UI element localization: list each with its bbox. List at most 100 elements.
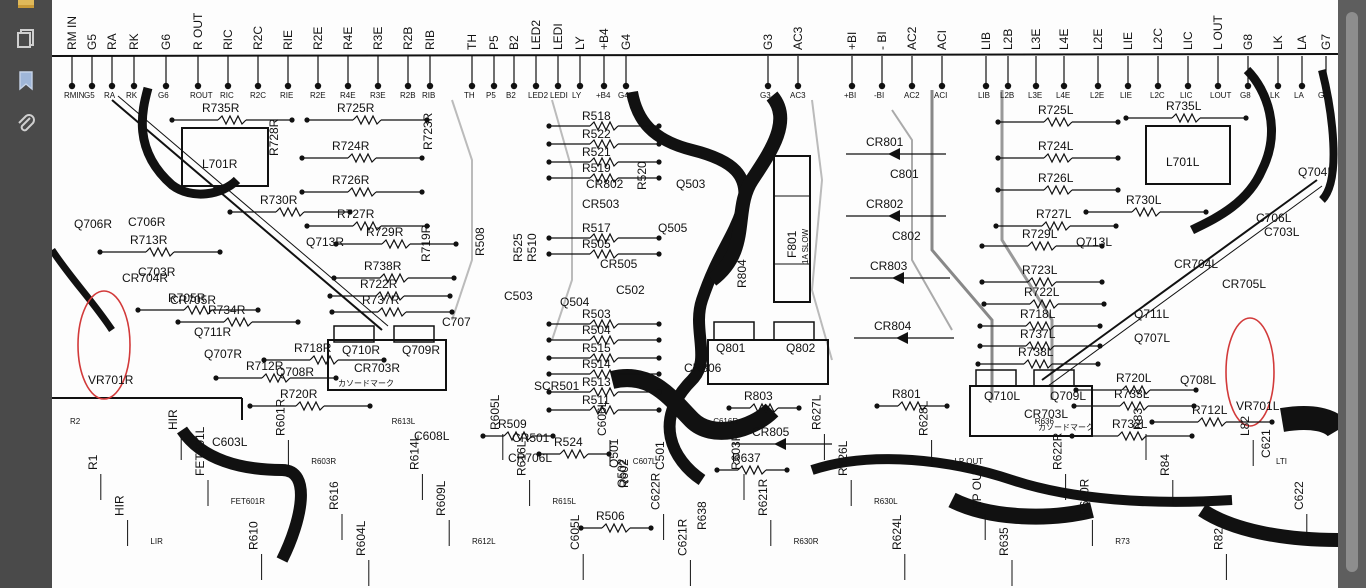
pin-sub-label: G6 <box>158 91 169 100</box>
pin-sub-label: R2E <box>310 91 326 100</box>
scrollbar-thumb[interactable] <box>1346 12 1358 572</box>
inductor-l701l: L701L <box>1166 155 1200 169</box>
pin-terminal <box>1004 82 1012 90</box>
bookmark-icon[interactable] <box>14 68 38 92</box>
pin-sub-label: LED2 <box>528 91 549 100</box>
pin-sub-label: LIC <box>1180 91 1193 100</box>
highlight-vr701l <box>1225 317 1275 427</box>
capacitor-c603l: C603L <box>212 435 248 449</box>
resistor-r804: R804 <box>735 259 749 288</box>
inductor-l701r: L701R <box>202 157 238 171</box>
top-pin-label-g4: G4 <box>619 34 633 50</box>
capacitor-c802: C802 <box>892 229 921 243</box>
diode-cr704l: CR704L <box>1174 257 1218 271</box>
pin-sub-label: LK <box>1270 91 1280 100</box>
resistor-r519: R519 <box>582 161 611 175</box>
diode-cr802: CR802 <box>866 197 904 211</box>
top-pin-label-l4e: L4E <box>1057 29 1071 50</box>
capacitor-c801: C801 <box>890 167 919 181</box>
bottom-part-r616: R616 <box>327 481 341 510</box>
pin-terminal <box>284 82 292 90</box>
pin-terminal <box>426 82 434 90</box>
pin-terminal <box>1244 82 1252 90</box>
transistor-q503: Q503 <box>676 177 706 191</box>
pin-terminal <box>938 82 946 90</box>
pin-terminal <box>344 82 352 90</box>
resistor-r737l: R737L <box>1020 327 1056 341</box>
pin-sub-label: R2B <box>400 91 416 100</box>
resistor-r725l: R725L <box>1038 103 1074 117</box>
bottom-part-c616r: C616R <box>713 417 738 426</box>
folder-icon[interactable] <box>14 0 38 18</box>
resistor-r723r: R723R <box>421 112 435 150</box>
vertical-scrollbar[interactable] <box>1338 0 1366 588</box>
pin-sub-label: L2E <box>1090 91 1104 100</box>
transistor-q711l: Q711L <box>1134 307 1169 321</box>
pin-terminal <box>1298 82 1306 90</box>
pin-sub-label: R3E <box>370 91 386 100</box>
resistor-r729l: R729L <box>1022 227 1058 241</box>
transistor-q502: Q502 <box>615 458 629 488</box>
bottom-part-lti: LTI <box>1276 457 1287 466</box>
pin-terminal <box>794 82 802 90</box>
pin-terminal <box>314 82 322 90</box>
resistor-r730l: R730L <box>1126 193 1162 207</box>
diode-cr501: CR501 <box>512 431 550 445</box>
transistor-q504: Q504 <box>560 295 590 309</box>
pin-sub-label: LEDI <box>550 91 568 100</box>
bottom-part-r628l: R628L <box>917 400 931 436</box>
bottom-part-c606l: C606L <box>595 400 609 436</box>
bottom-part-r627l: R627L <box>809 394 823 430</box>
capacitor-c703r: C703R <box>138 265 176 279</box>
resistor-r525: R525 <box>511 233 525 262</box>
resistor-r515: R515 <box>582 341 611 355</box>
pin-terminal <box>510 82 518 90</box>
pin-sub-label: +BI <box>844 91 856 100</box>
resistor-r713r: R713R <box>130 233 168 247</box>
top-pin-label-r2b: R2B <box>401 27 415 50</box>
capacitor-c608l: C608L <box>414 429 450 443</box>
capacitor-c707: C707 <box>442 315 471 329</box>
bottom-part-rp-out: RP OUT <box>970 464 984 510</box>
pin-sub-label: RIC <box>220 91 234 100</box>
bottom-part-r635: R635 <box>997 527 1011 556</box>
diode-cr705l: CR705L <box>1222 277 1266 291</box>
pin-terminal <box>764 82 772 90</box>
resistor-r522: R522 <box>582 127 611 141</box>
top-pin-label-rm-in: RM IN <box>65 16 79 50</box>
resistor-r730r: R730R <box>260 193 298 207</box>
pin-sub-label: B2 <box>506 91 516 100</box>
transistor-q708l: Q708L <box>1180 373 1216 387</box>
bottom-part-fet601l: FET601L <box>193 426 207 476</box>
resistor-r720l: R720L <box>1116 371 1152 385</box>
resistor-r505: R505 <box>582 237 611 251</box>
resistor-r638: R638 <box>695 501 709 530</box>
bottom-part-hir: HIR <box>166 409 180 430</box>
capacitor-c706l: C706L <box>1256 211 1292 225</box>
transistor-q505: Q505 <box>658 221 688 235</box>
transistor-q713l: Q713L <box>1076 235 1112 249</box>
pin-sub-label: -BI <box>874 91 884 100</box>
resistor-r728r: R728R <box>267 118 281 156</box>
pin-sub-label: AC3 <box>790 91 806 100</box>
attachment-icon[interactable] <box>14 112 38 136</box>
bottom-part-r2: R2 <box>70 417 81 426</box>
resistor-r510: R510 <box>525 233 539 262</box>
top-pin-label-rib: RIB <box>423 30 437 50</box>
diode-cr706l: CR706L <box>508 451 552 465</box>
transistor-q713r: Q713R <box>306 235 344 249</box>
bottom-part-r612l: R612L <box>472 537 496 546</box>
inductor-box-right <box>181 127 269 187</box>
copy-pages-icon[interactable] <box>14 26 38 50</box>
fuse-body <box>773 155 811 303</box>
top-pin-label-ac2: AC2 <box>905 26 919 50</box>
pin-sub-label: G3 <box>760 91 771 100</box>
pin-sub-label: RMIN <box>64 91 85 100</box>
capacitor-c503: C503 <box>504 289 533 303</box>
top-pin-label-lie: LIE <box>1121 32 1135 50</box>
pin-terminal <box>908 82 916 90</box>
bottom-part-r626l: R626L <box>836 440 850 476</box>
cathode-mark-note-left: カソードマーク <box>1038 423 1094 432</box>
inductor-box-left <box>1145 125 1231 185</box>
capacitor-c501: C501 <box>653 441 667 470</box>
